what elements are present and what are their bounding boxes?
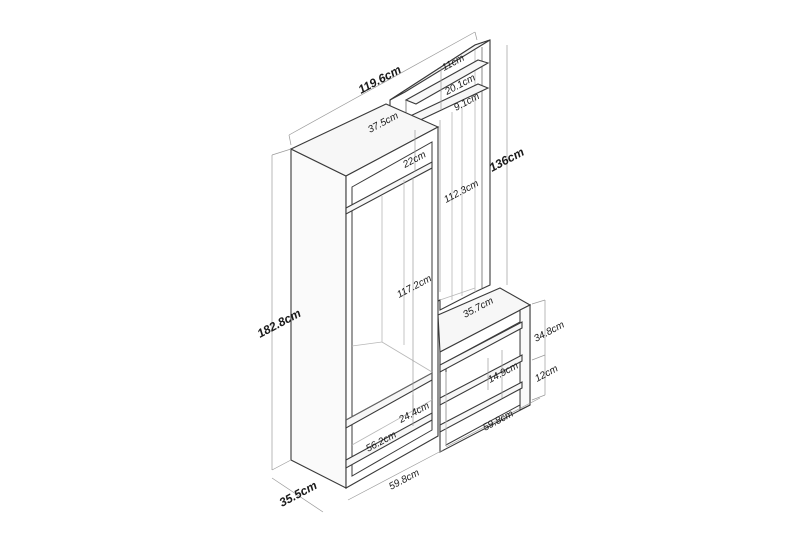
- dimension-lines: [271, 31, 546, 513]
- label-width-left-unit: 59.8cm: [387, 468, 421, 493]
- left-tall-cabinet: [289, 103, 440, 489]
- label-total-width: 119.6cm: [356, 62, 404, 96]
- label-bench-height: 34.8cm: [532, 320, 566, 345]
- label-depth: 35.5cm: [277, 478, 320, 510]
- label-bench-plinth: 12cm: [533, 363, 560, 384]
